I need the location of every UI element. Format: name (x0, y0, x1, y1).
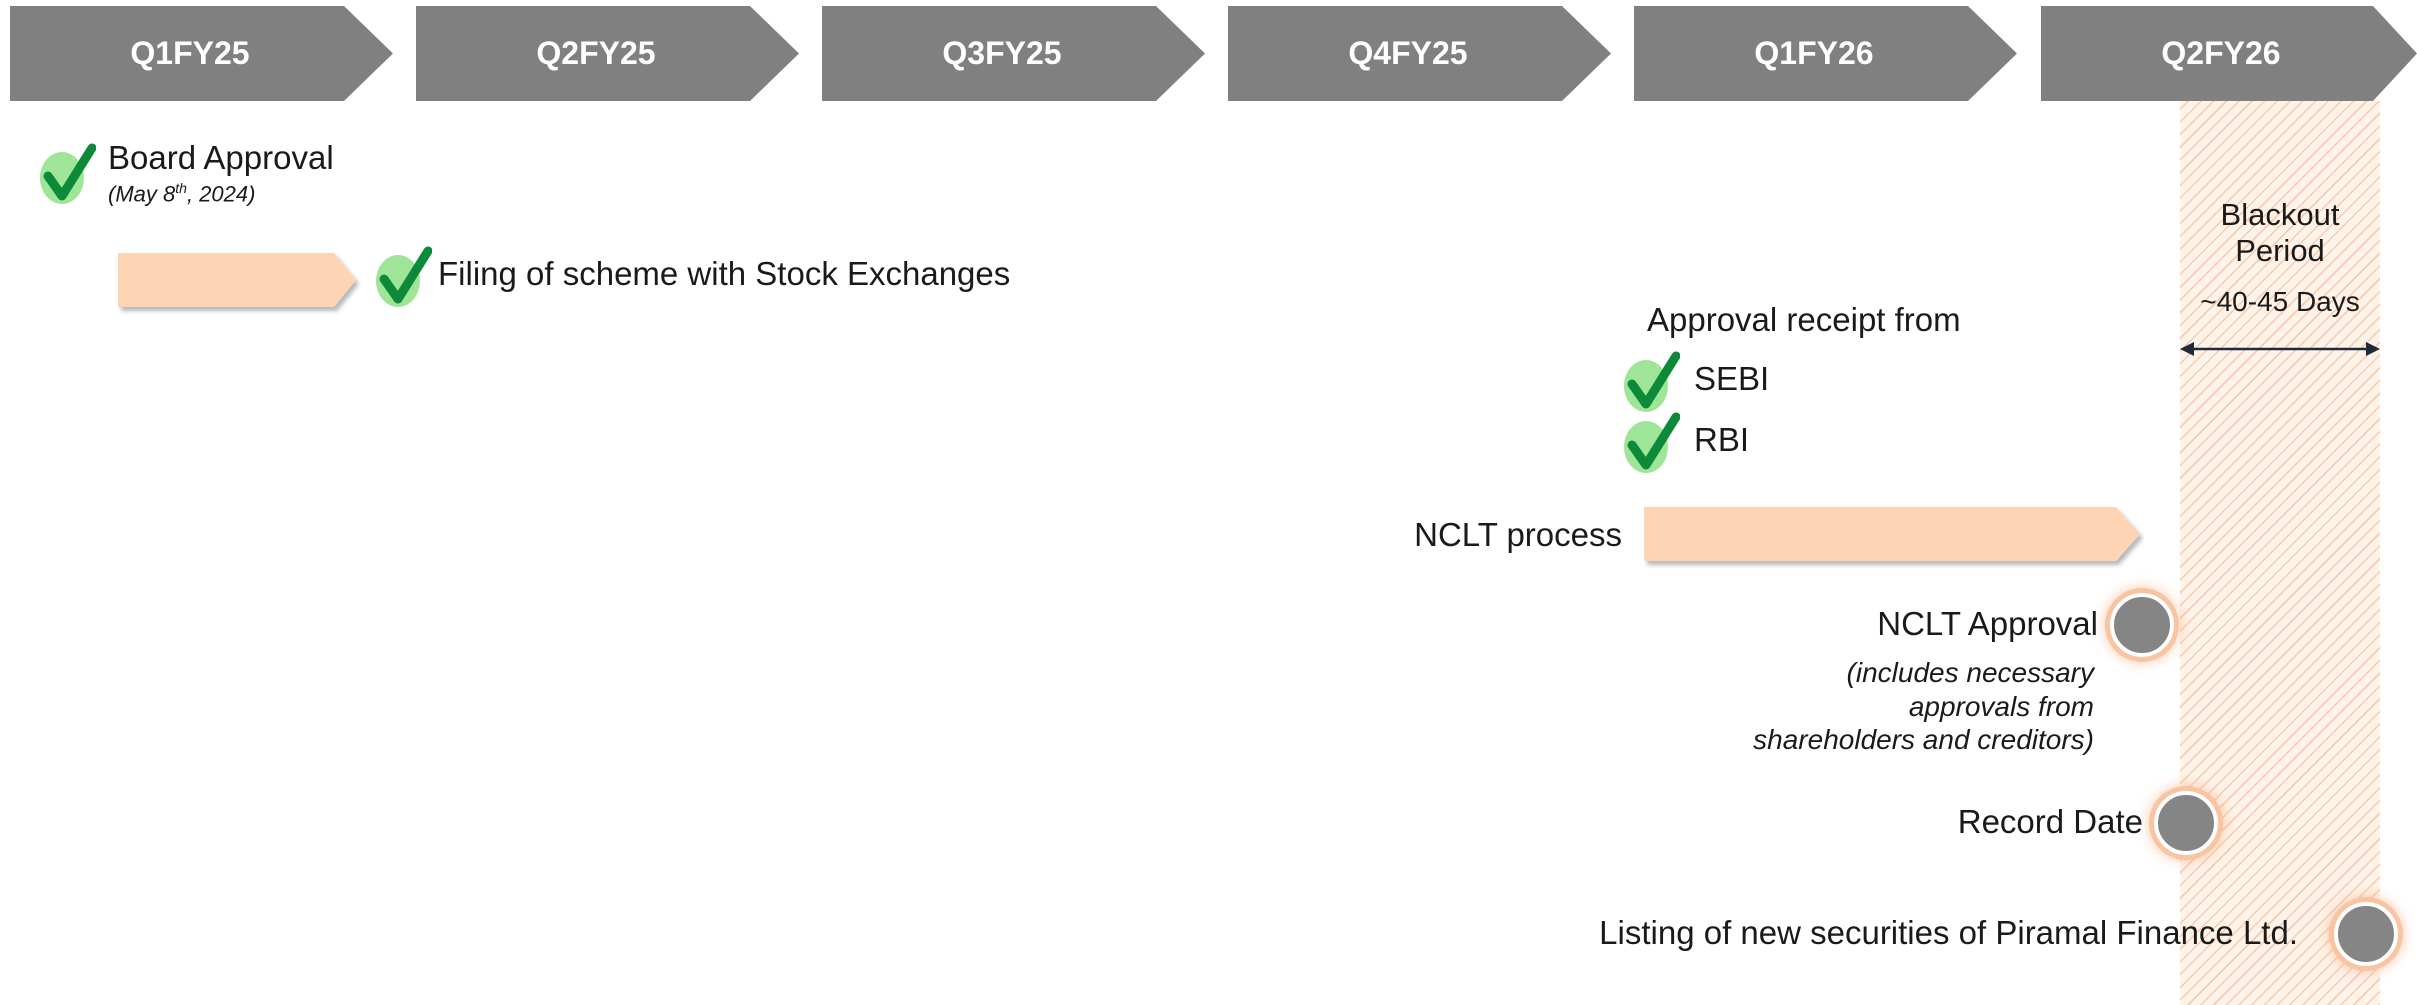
nclt-approval-note-line1: (includes necessary (1846, 657, 2094, 688)
blackout-title-line1: Blackout (2220, 197, 2340, 232)
nclt-approval-note-line3: shareholders and creditors) (1753, 724, 2094, 755)
quarter-label: Q3FY25 (942, 35, 1062, 71)
blackout-title-line2: Period (2235, 233, 2325, 268)
quarter-label: Q4FY25 (1348, 35, 1468, 71)
blackout-period-region (2180, 101, 2380, 1005)
approval-receipt-heading: Approval receipt from (1647, 301, 1961, 338)
milestone-marker (2334, 902, 2398, 966)
quarter-label: Q1FY25 (130, 35, 250, 71)
chevron-shape (822, 6, 1205, 101)
blackout-duration: ~40-45 Days (2200, 286, 2360, 317)
board-approval-date: (May 8th, 2024) (108, 180, 255, 207)
chevron-shape (10, 6, 393, 101)
quarter-chevron: Q1FY25 (10, 6, 393, 101)
filing-label: Filing of scheme with Stock Exchanges (438, 255, 1011, 292)
blackout-duration-arrow (2180, 342, 2380, 356)
nclt-approval-note-line2: approvals from (1908, 691, 2094, 722)
listing-label: Listing of new securities of Piramal Fin… (1599, 914, 2298, 951)
approval-item-sebi: SEBI (1694, 360, 1770, 397)
date-superscript: th (175, 180, 187, 196)
quarter-chevron: Q4FY25 (1228, 6, 1611, 101)
quarter-label: Q1FY26 (1754, 35, 1874, 71)
milestone-marker (2154, 791, 2218, 855)
record-date-label: Record Date (1957, 803, 2143, 840)
quarter-chevron: Q3FY25 (822, 6, 1205, 101)
check-icon (374, 245, 432, 307)
quarter-label: Q2FY25 (536, 35, 656, 71)
nclt-approval-label: NCLT Approval (1877, 605, 2098, 642)
nclt-process-arrow (1644, 507, 2140, 561)
quarter-chevron: Q2FY25 (416, 6, 799, 101)
chevron-shape (1634, 6, 2017, 101)
approval-item-rbi: RBI (1694, 421, 1750, 458)
chevron-shape (416, 6, 799, 101)
check-icon (1622, 350, 1680, 412)
quarter-label: Q2FY26 (2161, 35, 2281, 71)
nclt-process-label: NCLT process (1414, 516, 1622, 553)
quarter-chevron: Q2FY26 (2041, 6, 2417, 101)
milestone-marker (2110, 593, 2174, 657)
date-suffix: , 2024) (186, 181, 256, 207)
quarter-chevron: Q1FY26 (1634, 6, 2017, 101)
check-icon (1622, 411, 1680, 473)
chevron-shape (2041, 6, 2417, 101)
filing-process-arrow (118, 253, 356, 307)
chevron-shape (1228, 6, 1611, 101)
check-icon (38, 142, 96, 204)
date-prefix: (May 8 (108, 181, 176, 207)
board-approval-label: Board Approval (108, 139, 334, 176)
